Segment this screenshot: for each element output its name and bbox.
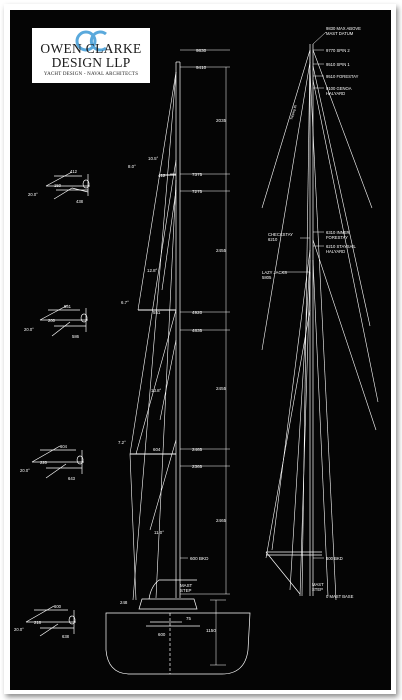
detail-label: 20.0° xyxy=(28,192,38,197)
angle-label: 8.0° xyxy=(128,164,136,169)
spreader-detail-4 xyxy=(25,605,76,637)
panel-length-label: 2455 xyxy=(216,386,227,391)
foot-left-label: 248 xyxy=(120,600,128,605)
rig-label: 0 MAST BASE xyxy=(326,594,354,599)
detail-label: 638 xyxy=(62,634,70,639)
panel-length-label: 2455 xyxy=(216,248,227,253)
angle-label: 11.0° xyxy=(154,530,164,535)
detail-label: 200 xyxy=(48,318,56,323)
height-label: 4920 xyxy=(192,310,203,315)
spreader-length-label: 412 xyxy=(158,173,166,178)
detail-label: 220 xyxy=(40,460,48,465)
foot-right-label: 75 xyxy=(186,616,191,621)
height-label: 7375 xyxy=(192,172,203,177)
detail-label: 218 xyxy=(34,620,42,625)
detail-label: 412 xyxy=(70,169,78,174)
detail-label: 551 xyxy=(64,304,72,309)
angle-label: 6.7° xyxy=(121,300,129,305)
rig-label: 600 BKD xyxy=(326,556,343,561)
drawing-board: OWEN CLARKE DESIGN LLP YACHT DESIGN - NA… xyxy=(10,10,391,690)
spreader-length-label: 551 xyxy=(153,310,161,315)
detail-label: 600 xyxy=(54,604,62,609)
spreader-length-labels: 412 551 604 xyxy=(153,173,166,452)
mast-foot xyxy=(138,579,200,627)
angle-label: 12.8° xyxy=(147,268,158,273)
company-logo: OWEN CLARKE DESIGN LLP YACHT DESIGN - NA… xyxy=(32,28,150,83)
rig-label: 9510 FORESTAY xyxy=(326,74,359,79)
detail-label: 20.0° xyxy=(20,468,30,473)
angle-label: 13.8° xyxy=(151,388,162,393)
spreader-detail-1 xyxy=(45,171,90,200)
spreaders xyxy=(130,174,176,455)
height-labels: 9830 9410 7375 7275 4920 4835 2465 2365 … xyxy=(190,48,209,561)
height-label: 9410 xyxy=(196,65,207,70)
panel-length-label: 2465 xyxy=(216,518,227,523)
height-ticks xyxy=(180,49,230,666)
spreader-detail-2 xyxy=(39,304,88,337)
height-label: 9830 xyxy=(196,48,207,53)
poster-frame: OWEN CLARKE DESIGN LLP YACHT DESIGN - NA… xyxy=(4,4,396,694)
mast-shrouds xyxy=(129,71,177,601)
rig-drawing: 9830 9410 7375 7275 4920 4835 2465 2365 … xyxy=(14,26,379,675)
rig-stays xyxy=(261,49,379,601)
height-label: 2465 xyxy=(192,447,203,452)
rig-small-label: Topping lift xyxy=(289,104,298,120)
detail-label: 438 xyxy=(76,199,84,204)
oc-monogram-icon xyxy=(75,30,107,52)
main-mast xyxy=(175,61,181,598)
panel-length-labels: 2035 2455 2455 2465 1150 xyxy=(206,118,227,633)
detail-label: 150 xyxy=(54,183,62,188)
height-label: 4835 xyxy=(192,328,203,333)
spreader-length-label: 604 xyxy=(153,447,161,452)
foot-base-label: 600 xyxy=(158,632,166,637)
detail-label: 20.0° xyxy=(14,627,24,632)
rig-label: 9770 SPIN 2 xyxy=(326,48,350,53)
height-label: 600 BKD xyxy=(190,556,209,561)
spreader-detail-3 xyxy=(31,445,84,479)
rig-boom xyxy=(265,551,322,595)
hull-section xyxy=(105,612,251,675)
logo-tagline: YACHT DESIGN - NAVAL ARCHITECTS xyxy=(43,72,139,77)
detail-label: 604 xyxy=(60,444,68,449)
logo-llp: DESIGN LLP xyxy=(51,55,131,70)
angle-label: 10.5° xyxy=(148,156,159,161)
height-label: 2365 xyxy=(192,464,203,469)
panel-length-label: 1150 xyxy=(206,628,216,633)
detail-label: 643 xyxy=(68,476,76,481)
angle-labels: 10.5° 8.0° 12.8° 6.7° 13.8° 7.2° 11.0° xyxy=(118,156,164,535)
spreader-detail-labels: 412 150 20.0° 438 551 200 20.0° 586 604 … xyxy=(14,169,84,639)
logo-name: OWEN CLARKE xyxy=(40,41,142,56)
height-label: 7275 xyxy=(192,189,203,194)
detail-label: 586 xyxy=(72,334,80,339)
angle-label: 7.2° xyxy=(118,440,126,445)
rig-label: 9510 SPIN 1 xyxy=(326,62,350,67)
detail-label: 20.0° xyxy=(24,327,34,332)
rig-label-leaders xyxy=(282,31,327,559)
panel-length-label: 2035 xyxy=(216,118,227,123)
